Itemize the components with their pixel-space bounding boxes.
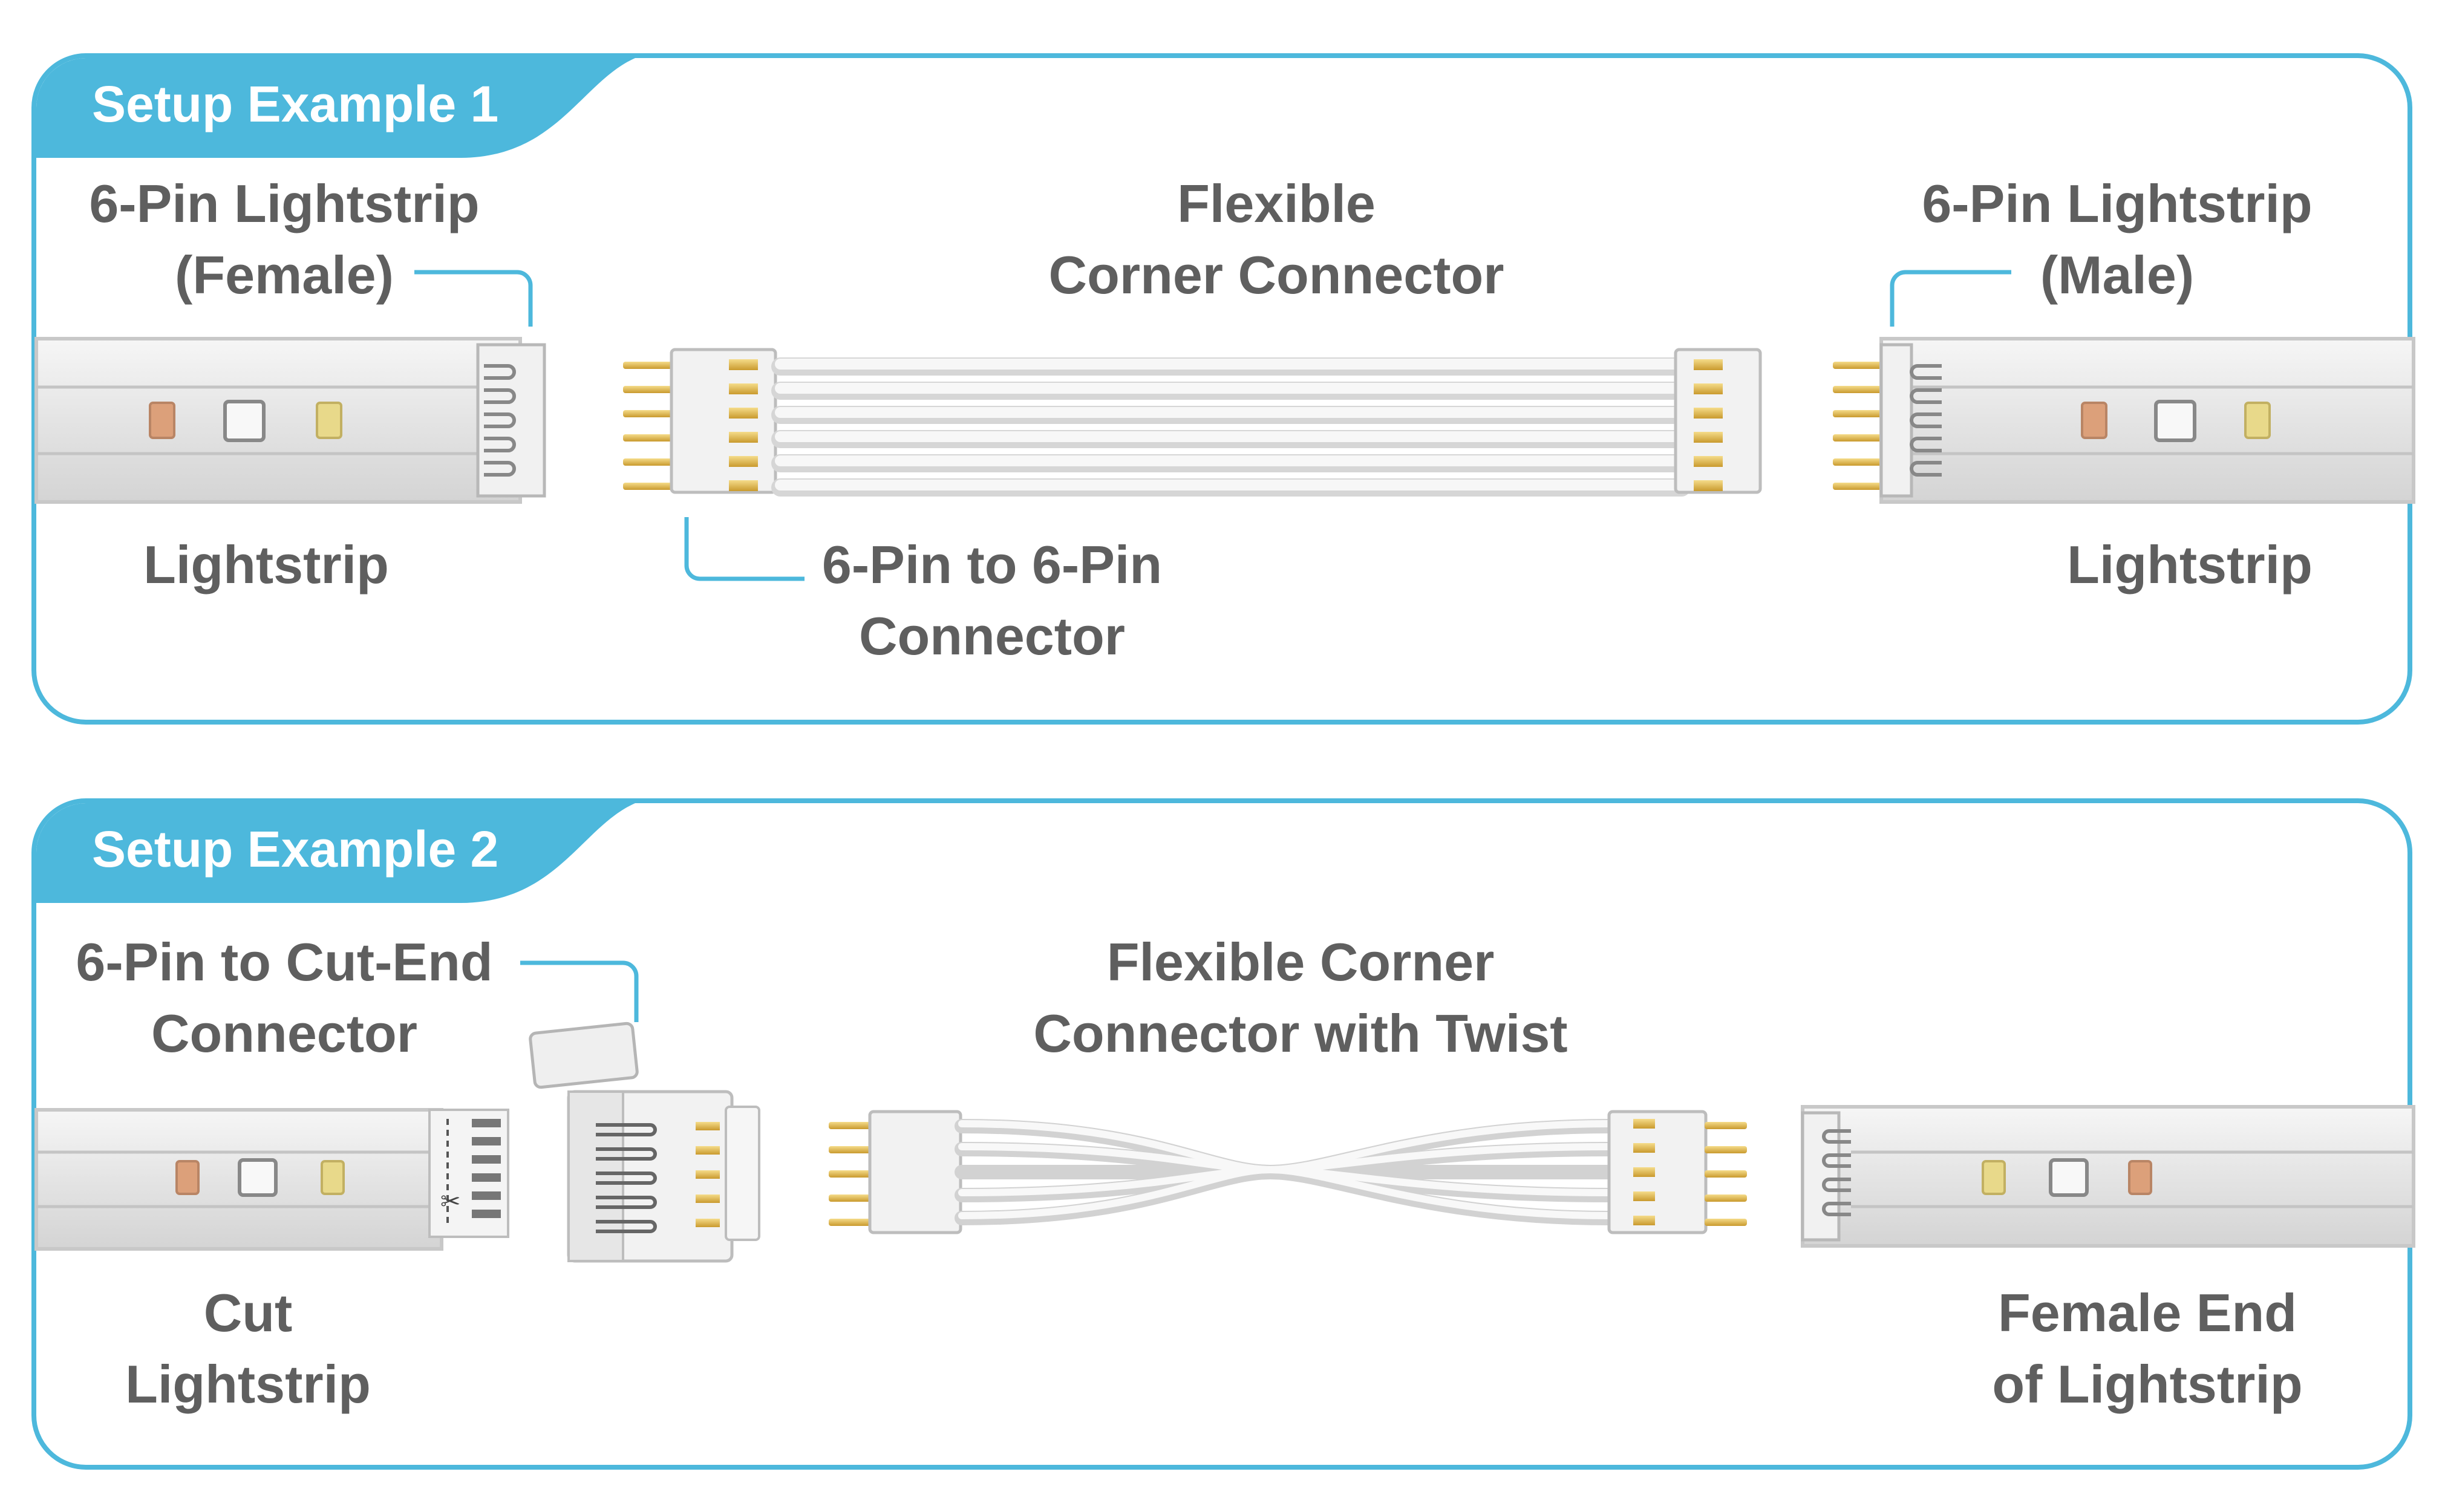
left-lightstrip-label: Lightstrip — [143, 535, 389, 595]
male-lightstrip-image — [1833, 337, 2415, 504]
female-lightstrip-label-line2: (Female) — [175, 245, 394, 305]
twist-connector-label-line1: Flexible Corner — [1106, 932, 1495, 992]
cut-lightstrip-label-line2: Lightstrip — [125, 1354, 371, 1414]
setup-example-1-tab: Setup Example 1 — [36, 58, 635, 158]
scissors-icon: ✂ — [440, 1188, 461, 1216]
flexible-corner-connector-label-line2: Corner Connector — [1048, 245, 1504, 305]
cut-end-connector-image — [529, 1022, 760, 1263]
twist-connector-label: Flexible Corner Connector with Twist — [1028, 927, 1573, 1069]
pin-connector-label-line2: Connector — [859, 606, 1125, 666]
cut-lightstrip-image: ✂ — [34, 1108, 509, 1251]
cut-end-connector-label: 6-Pin to Cut-End Connector — [67, 927, 502, 1069]
flexible-corner-connector-image — [623, 348, 1762, 497]
male-strip-callout-line — [1890, 270, 2011, 327]
male-lightstrip-label-line1: 6-Pin Lightstrip — [1922, 174, 2313, 233]
cut-lightstrip-label-line1: Cut — [203, 1283, 293, 1343]
female-end-lightstrip-image — [1801, 1105, 2415, 1248]
female-lightstrip-label-line1: 6-Pin Lightstrip — [89, 174, 480, 233]
twist-connector-image — [829, 1110, 1747, 1234]
pin-connector-label-line1: 6-Pin to 6-Pin — [821, 535, 1163, 595]
right-lightstrip-label: Lightstrip — [2067, 535, 2313, 595]
pin-connector-callout-line — [684, 517, 805, 581]
male-lightstrip-label: 6-Pin Lightstrip (Male) — [1911, 168, 2323, 311]
female-end-lightstrip-label: Female End of Lightstrip — [1960, 1277, 2335, 1420]
twist-connector-label-line2: Connector with Twist — [1033, 1003, 1568, 1063]
cut-end-connector-label-line2: Connector — [151, 1003, 417, 1063]
female-end-label-line2: of Lightstrip — [1992, 1354, 2303, 1414]
setup-example-2-title: Setup Example 2 — [92, 821, 499, 878]
male-lightstrip-label-line2: (Male) — [2040, 245, 2195, 305]
cut-lightstrip-label: Cut Lightstrip — [79, 1277, 417, 1420]
setup-example-1-title: Setup Example 1 — [92, 76, 499, 132]
female-end-label-line1: Female End — [1998, 1283, 2297, 1343]
pin-connector-label: 6-Pin to 6-Pin Connector — [811, 529, 1174, 672]
setup-example-2-tab: Setup Example 2 — [36, 803, 635, 903]
female-lightstrip-image — [34, 337, 546, 504]
female-strip-callout-line — [414, 270, 533, 327]
flexible-corner-connector-label: Flexible Corner Connector — [1016, 168, 1536, 311]
flexible-corner-connector-label-line1: Flexible — [1177, 174, 1376, 233]
cut-end-connector-label-line1: 6-Pin to Cut-End — [76, 932, 493, 992]
cut-end-callout-line — [520, 960, 639, 1022]
female-lightstrip-label: 6-Pin Lightstrip (Female) — [79, 168, 490, 311]
